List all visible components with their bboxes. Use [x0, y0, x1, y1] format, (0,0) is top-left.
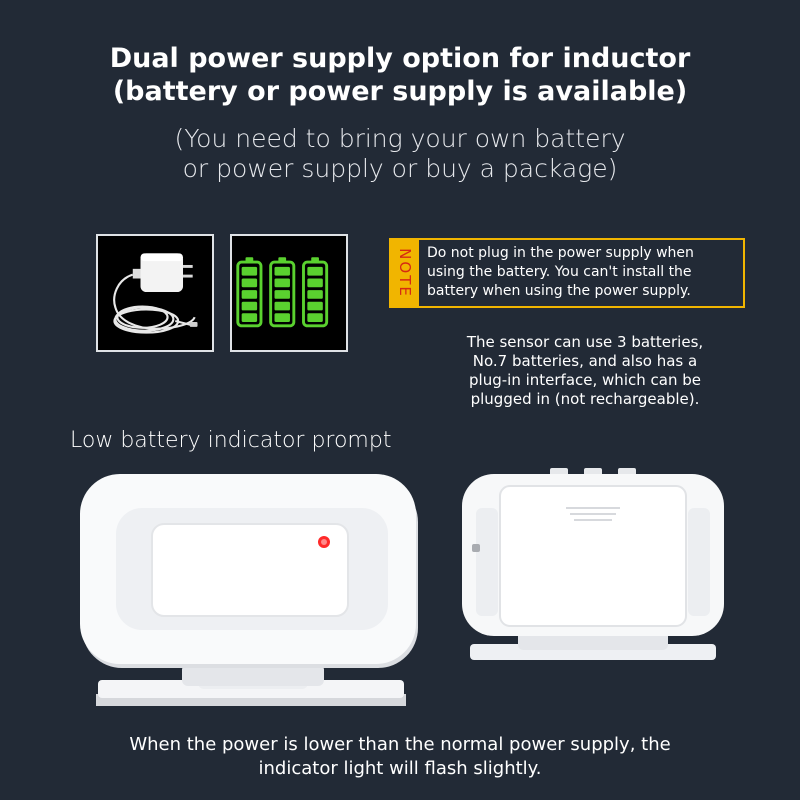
sensor-info-line-1: The sensor can use 3 batteries,	[466, 333, 704, 351]
note-tag-label: NOTE	[396, 248, 414, 298]
batteries-image	[230, 234, 348, 352]
title-line-1: Dual power supply option for inductor	[109, 43, 691, 74]
note-line-3: battery when using the power supply.	[427, 283, 691, 299]
sensor-info-text: The sensor can use 3 batteries, No.7 bat…	[430, 333, 740, 409]
sensor-info-line-3: plug-in interface, which can be	[469, 371, 701, 389]
sensor-front-image	[70, 470, 430, 720]
subtitle-line-2: or power supply or buy a package)	[182, 154, 618, 183]
bottom-caption-line-2: indicator light will flash slightly.	[258, 758, 542, 779]
low-battery-title: Low battery indicator prompt	[70, 428, 392, 453]
subtitle-line-1: (You need to bring your own battery	[174, 124, 626, 153]
motion-sensor-back-icon	[462, 468, 724, 660]
motion-sensor-front-icon	[80, 474, 418, 706]
note-line-1: Do not plug in the power supply when	[427, 245, 694, 261]
power-adapter-image	[96, 234, 214, 352]
note-tag: NOTE	[391, 240, 419, 306]
battery-icon	[232, 236, 346, 350]
page-title: Dual power supply option for inductor (b…	[0, 42, 800, 108]
sensor-info-line-4: plugged in (not rechargeable).	[470, 390, 700, 408]
note-line-2: using the battery. You can't install the	[427, 264, 692, 280]
subtitle: (You need to bring your own battery or p…	[0, 124, 800, 184]
note-box: NOTE Do not plug in the power supply whe…	[389, 238, 745, 308]
usb-power-adapter-icon	[98, 236, 212, 350]
note-text: Do not plug in the power supply when usi…	[419, 240, 743, 306]
sensor-back-image	[458, 468, 728, 668]
bottom-caption-line-1: When the power is lower than the normal …	[129, 734, 671, 755]
bottom-caption: When the power is lower than the normal …	[0, 733, 800, 781]
title-line-2: (battery or power supply is available)	[112, 76, 688, 107]
sensor-info-line-2: No.7 batteries, and also has a	[472, 352, 698, 370]
